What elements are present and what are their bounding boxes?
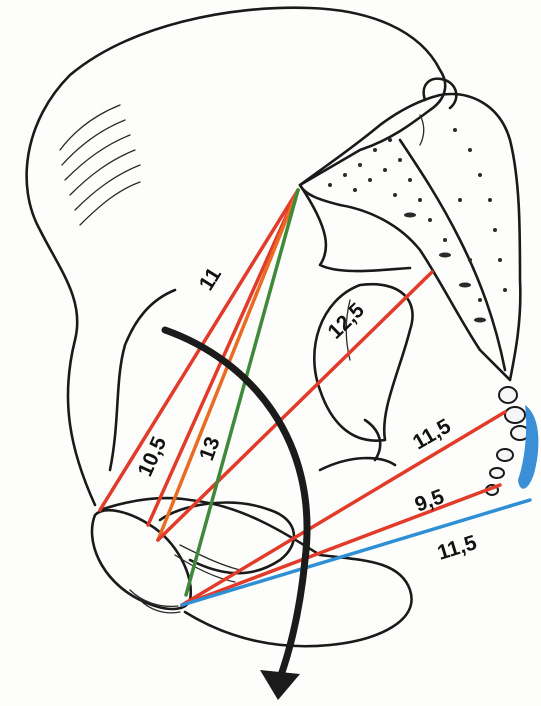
sacrum-texture xyxy=(328,128,507,323)
line-12-5 xyxy=(158,272,432,540)
label-11: 11 xyxy=(195,263,226,294)
line-11 xyxy=(100,190,298,510)
coccyx xyxy=(486,387,538,495)
sacrum-inner xyxy=(400,140,505,370)
label-11-5-lower: 11,5 xyxy=(435,531,480,565)
ilium-outline xyxy=(27,8,446,505)
pubic-symphysis xyxy=(92,510,191,609)
pelvic-axis-line xyxy=(186,190,298,595)
ischial-inner xyxy=(160,503,294,574)
label-10-5: 10,5 xyxy=(134,433,172,480)
label-9-5: 9,5 xyxy=(412,485,448,517)
label-11-5-upper: 11,5 xyxy=(409,414,455,454)
ischial-ramus xyxy=(320,458,395,470)
arrow-head-icon xyxy=(260,670,300,700)
